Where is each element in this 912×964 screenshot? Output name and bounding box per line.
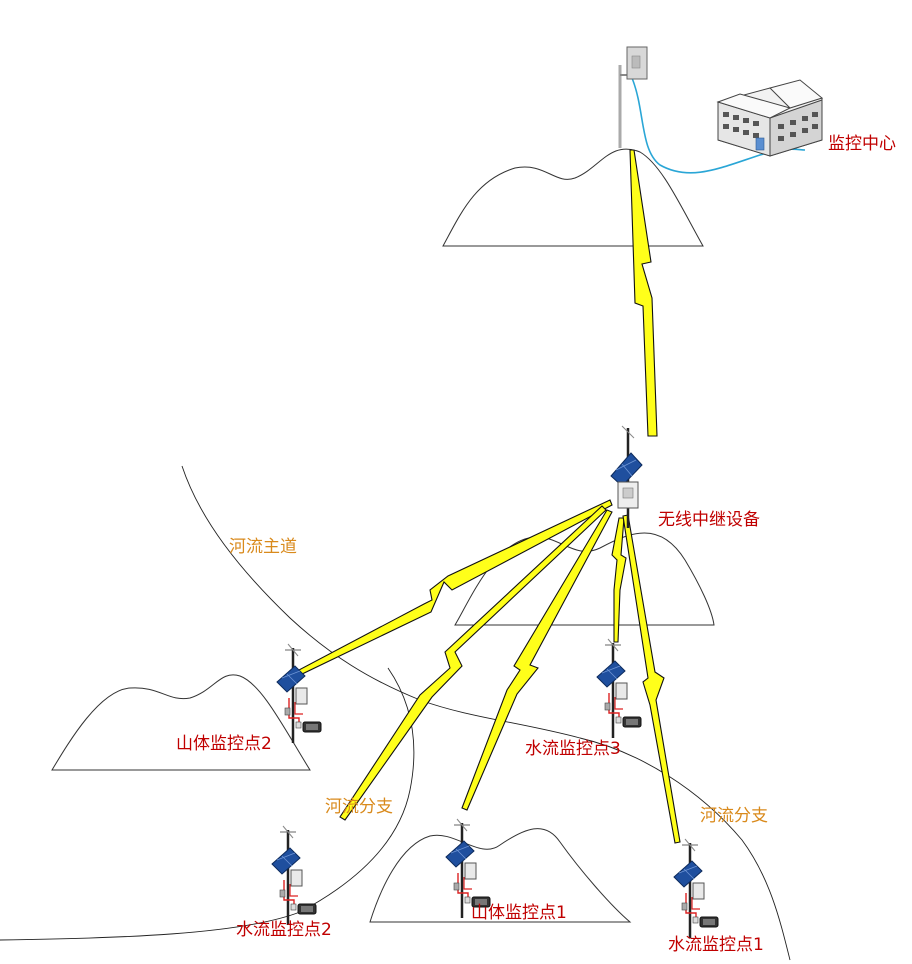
- monitoring-center-building: [716, 79, 824, 157]
- link-relay-mountain1: [461, 509, 613, 811]
- link-relay-branch-left: [339, 505, 607, 821]
- wireless-links: [296, 149, 681, 844]
- water-station-2-device: [270, 824, 318, 927]
- river-branch: [0, 667, 415, 941]
- label-river-branch-right: 河流分支: [700, 806, 768, 826]
- link-relay-water3: [611, 517, 627, 643]
- top-antenna-tower: [618, 46, 648, 148]
- label-monitoring-center: 监控中心: [828, 134, 896, 154]
- wireless-relay-device: [610, 425, 643, 528]
- label-wireless-relay: 无线中继设备: [658, 510, 760, 530]
- mountain-top: [442, 148, 704, 247]
- mountain-bottom: [369, 828, 632, 923]
- mountain-station-2-device: [275, 642, 323, 745]
- mountain-left: [51, 674, 311, 771]
- label-mountain-station-2: 山体监控点2: [176, 734, 272, 754]
- label-water-station-3: 水流监控点3: [525, 739, 621, 759]
- label-mountain-station-1: 山体监控点1: [471, 903, 567, 923]
- link-relay-mountain2: [296, 499, 613, 676]
- label-water-station-1: 水流监控点1: [668, 935, 764, 955]
- link-top-relay: [629, 149, 658, 437]
- label-river-main: 河流主道: [229, 537, 297, 557]
- water-station-1-device: [672, 837, 720, 940]
- label-river-branch-left: 河流分支: [325, 797, 393, 817]
- link-relay-water1: [622, 514, 681, 844]
- water-station-3-device: [595, 637, 643, 740]
- label-water-station-2: 水流监控点2: [236, 920, 332, 940]
